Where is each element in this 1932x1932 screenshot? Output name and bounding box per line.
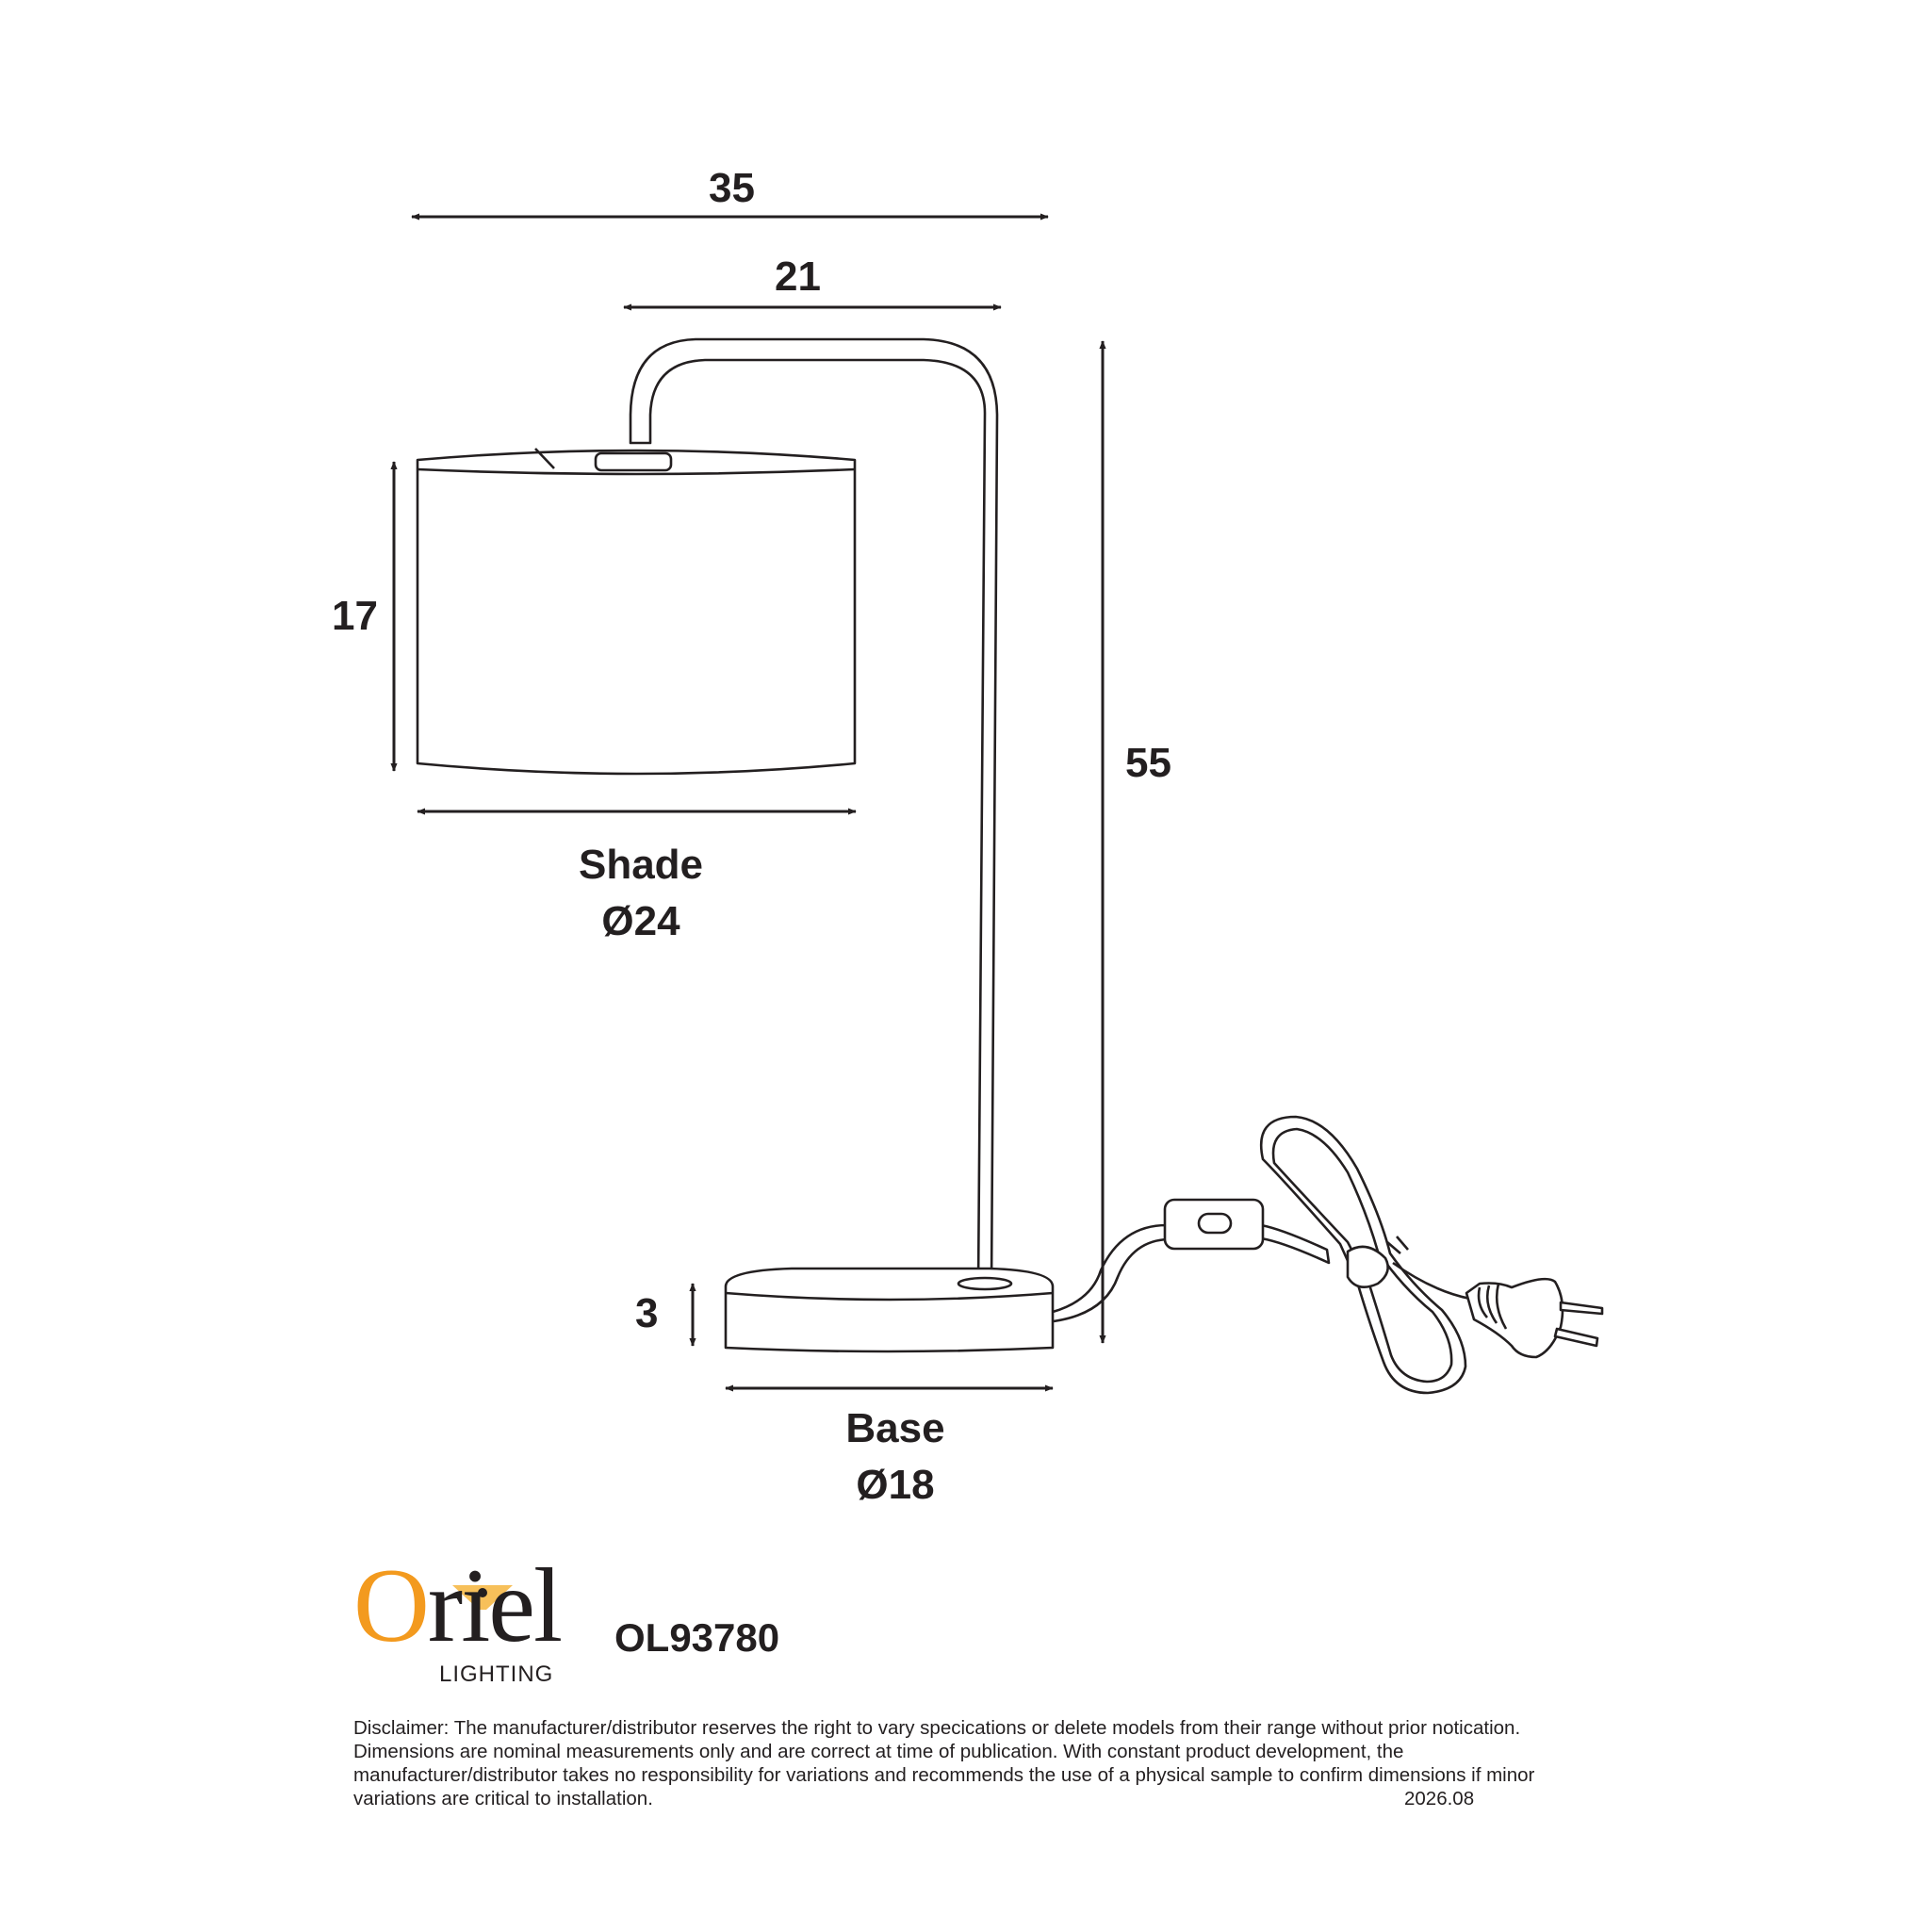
base-label: Base <box>845 1405 945 1451</box>
shade-height-value: 17 <box>332 593 378 639</box>
logo-light-cone-icon <box>452 1585 513 1610</box>
disclaimer: Disclaimer: The manufacturer/distributor… <box>353 1716 1616 1810</box>
publication-date: 2026.08 <box>1404 1788 1475 1809</box>
arm-base-socket <box>957 1276 1013 1291</box>
power-cord <box>1052 1223 1171 1323</box>
disclaimer-line: Dimensions are nominal measurements only… <box>353 1741 1404 1762</box>
model-code: OL93780 <box>614 1615 780 1660</box>
base-diameter: Ø18 <box>856 1462 935 1508</box>
shade-diameter: Ø24 <box>601 898 680 944</box>
switch-toggle <box>1197 1212 1233 1235</box>
base-height-value: 3 <box>635 1290 659 1336</box>
overall-height-value: 55 <box>1125 740 1171 786</box>
disclaimer-line: manufacturer/distributor takes no respon… <box>353 1764 1535 1786</box>
shade-fitter <box>594 451 673 472</box>
disclaimer-line: variations are critical to installation. <box>353 1788 653 1809</box>
power-plug <box>1465 1277 1564 1359</box>
shade-label: Shade <box>578 842 704 888</box>
shade-top-rim <box>417 467 856 476</box>
logo-rest: riel <box>427 1547 563 1664</box>
logo-subtitle: LIGHTING <box>439 1662 554 1687</box>
overall-width-value: 35 <box>709 165 755 211</box>
logo-letter: O <box>353 1547 430 1664</box>
base-dimension-label: Base Ø18 <box>754 1400 1037 1514</box>
brand-logo: Oriel <box>353 1553 563 1659</box>
shade-dimension-label: Shade Ø24 <box>490 837 792 950</box>
disclaimer-line: Disclaimer: The manufacturer/distributor… <box>353 1717 1521 1739</box>
arm-reach-value: 21 <box>775 254 821 300</box>
lamp-shade <box>416 449 857 776</box>
coiled-cord <box>1259 1115 1467 1395</box>
